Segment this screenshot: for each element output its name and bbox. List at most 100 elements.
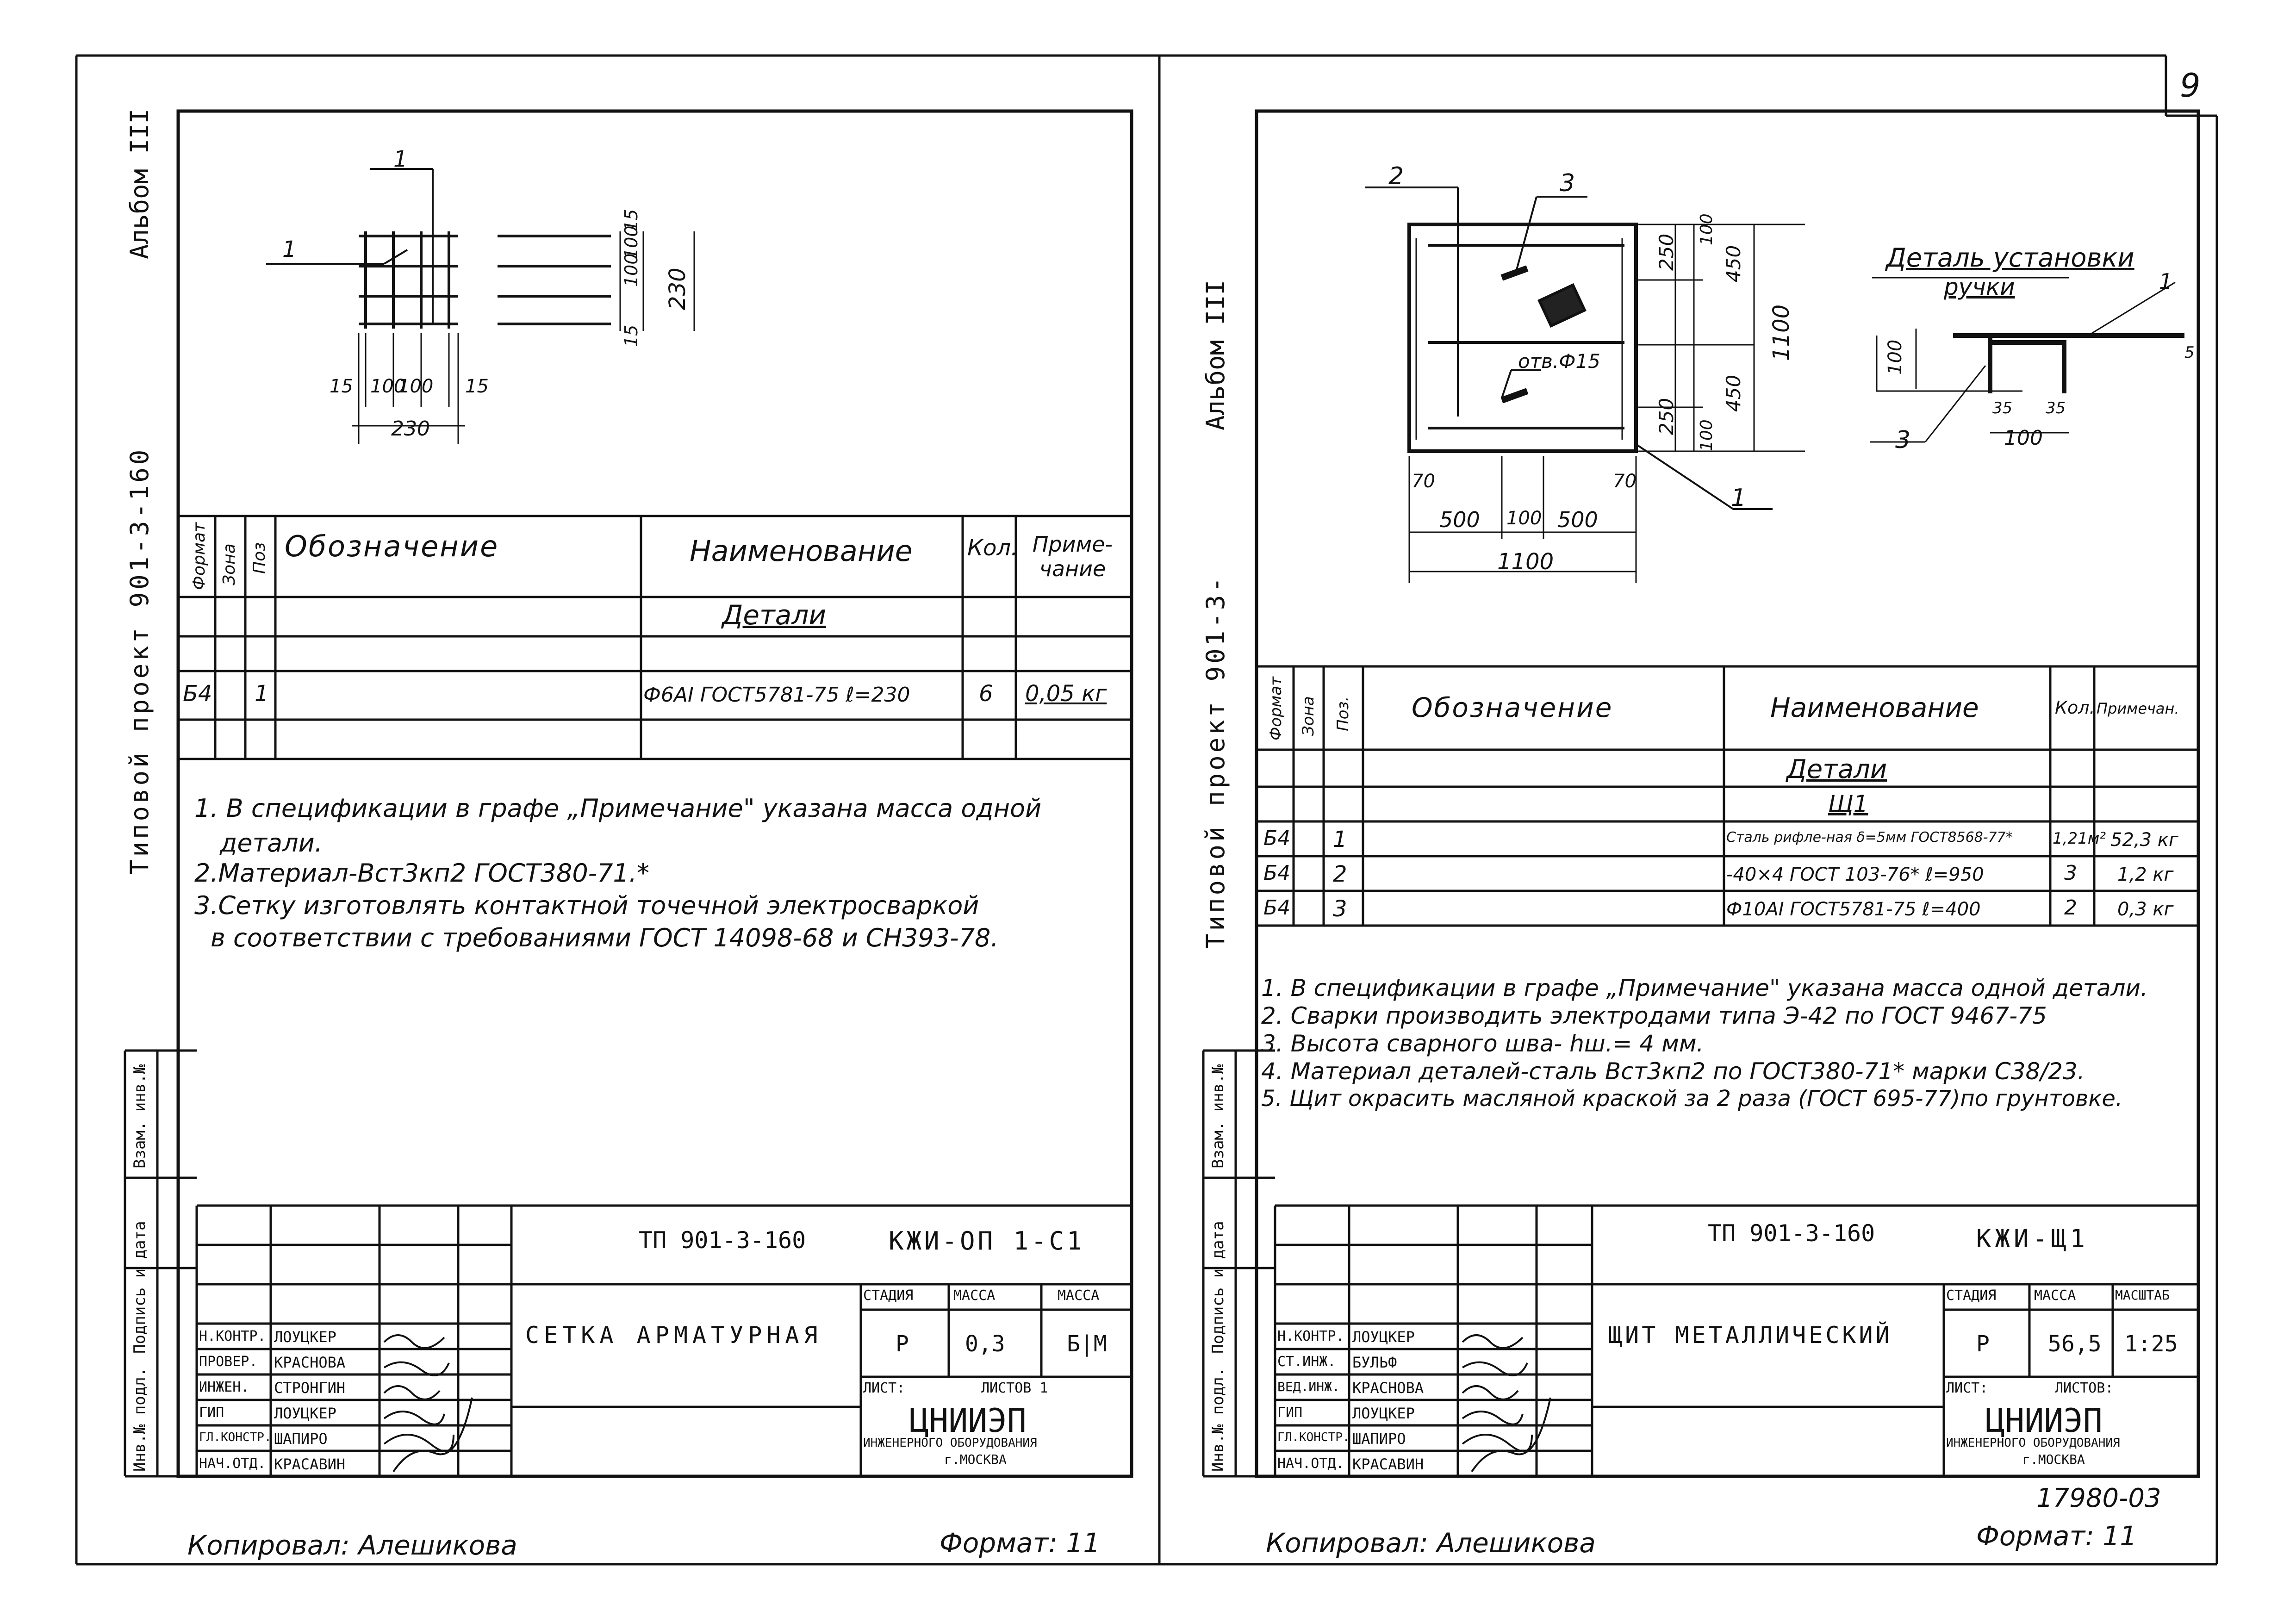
stage-header: СТАДИЯ: [1946, 1287, 1997, 1304]
dim-total-label: 1100: [1497, 549, 1554, 575]
dim-label: 500: [1557, 507, 1598, 532]
dim-label: 450: [1722, 245, 1745, 282]
dim-label: 15: [330, 376, 353, 397]
col-header-note: Примечан.: [2097, 700, 2179, 717]
col-header-qty: Кол.: [967, 535, 1018, 561]
cell-name: Ф10АI ГОСТ5781-75 ℓ=400: [1726, 899, 1981, 920]
role-label: Н.КОНТР.: [1277, 1328, 1344, 1344]
role-label: ВЕД.ИНЖ.: [1277, 1379, 1340, 1394]
dim-label: 500: [1439, 507, 1480, 532]
cell-pos: 3: [1333, 896, 1347, 922]
dim-label: 15: [465, 376, 489, 397]
org-city: г.МОСКВА: [944, 1452, 1007, 1467]
person-name: КРАСНОВА: [274, 1354, 346, 1371]
mesh-drawing: [266, 168, 695, 444]
cell-format: Б4: [183, 681, 212, 707]
side-label-sign: Подпись и дата: [131, 1221, 149, 1354]
dim-label: 1100: [1768, 304, 1794, 361]
scale-value: Б|М: [1067, 1331, 1107, 1357]
org-subtitle: ИНЖЕНЕРНОГО ОБОРУДОВАНИЯ: [863, 1436, 1037, 1450]
person-name: ЛОУЦКЕР: [274, 1405, 336, 1422]
person-name: ЛОУЦКЕР: [1352, 1405, 1415, 1422]
side-label-vzam: Взам. инв.№: [1209, 1064, 1227, 1169]
role-label: ГИП: [1277, 1405, 1303, 1421]
role-label: ГЛ.КОНСТР.: [199, 1430, 272, 1444]
sheets-label: ЛИСТОВ:: [2055, 1380, 2114, 1396]
col-header-name: Наименование: [690, 534, 913, 568]
role-label: ПРОВЕР.: [199, 1354, 258, 1370]
dim-label: 100: [1697, 419, 1716, 451]
org-logo: ЦНИИЭП: [909, 1402, 1027, 1440]
project-number: ТП 901-3-160: [1708, 1220, 1875, 1247]
dim-total-label: 230: [665, 267, 691, 310]
format-label: Формат: 11: [1976, 1520, 2137, 1552]
col-header-qty: Кол.: [2055, 697, 2095, 718]
archive-number: 17980-03: [2036, 1483, 2161, 1513]
dim-label: 100: [370, 376, 406, 397]
col-header-pos: Поз: [250, 542, 269, 574]
format-label: Формат: 11: [940, 1527, 1101, 1559]
note-line: 5. Щит окрасить масляной краской за 2 ра…: [1261, 1086, 2123, 1112]
person-name: КРАСАВИН: [1352, 1455, 1424, 1473]
cell-pos: 2: [1333, 861, 1347, 887]
dim-label: 100: [621, 225, 641, 259]
org-logo: ЦНИИЭП: [1985, 1402, 2103, 1440]
col-header-pos: Поз.: [1334, 696, 1352, 731]
project-vertical-label: Типовой проект 901-3-: [1201, 574, 1230, 949]
copied-by: Копировал: Алешикова: [1266, 1527, 1596, 1559]
cell-name: Ф6АI ГОСТ5781-75 ℓ=230: [643, 683, 910, 707]
pos-label: 3: [1560, 169, 1575, 197]
cell-qty: 3: [2064, 861, 2077, 885]
org-subtitle: ИНЖЕНЕРНОГО ОБОРУДОВАНИЯ: [1946, 1436, 2120, 1450]
pos-label: 1: [282, 236, 297, 262]
role-label: ГИП: [199, 1405, 224, 1421]
album-label: Альбом III: [125, 108, 154, 259]
role-label: ГЛ.КОНСТР.: [1277, 1430, 1350, 1444]
sheet-label: ЛИСТ:: [863, 1380, 905, 1396]
dim-label: 100: [1697, 213, 1716, 245]
hole-label: отв.Ф15: [1518, 350, 1600, 373]
note-line: 3. Высота сварного шва- hш.= 4 мм.: [1261, 1030, 1704, 1057]
dim-label: 70: [1613, 471, 1636, 492]
spec-subsection-title: Щ1: [1828, 790, 1868, 817]
person-name: ЛОУЦКЕР: [1352, 1328, 1415, 1346]
person-name: ШАПИРО: [274, 1430, 328, 1448]
copied-by: Копировал: Алешикова: [187, 1530, 517, 1561]
side-label-inv: Инв.№ подл.: [1209, 1367, 1227, 1472]
col-header-note: Приме-чание: [1032, 532, 1113, 581]
cell-note: 0,05 кг: [1025, 681, 1107, 707]
role-label: НАЧ.ОТД.: [1277, 1455, 1344, 1472]
mass-header: МАССА: [2034, 1287, 2076, 1304]
person-name: КРАСНОВА: [1352, 1379, 1424, 1397]
col-header-designation: Обозначение: [285, 529, 499, 563]
mass-value: 56,5: [2048, 1331, 2102, 1357]
cell-note: 52,3 кг: [2110, 829, 2178, 851]
org-city: г.МОСКВА: [2022, 1452, 2085, 1467]
cell-note: 1,2 кг: [2117, 864, 2174, 885]
stage-header: СТАДИЯ: [863, 1287, 914, 1304]
person-name: КРАСАВИН: [274, 1455, 346, 1473]
mass-header: МАССА: [953, 1287, 996, 1304]
scale-header: МАСШТАБ: [2115, 1287, 2170, 1303]
person-name: БУЛЬФ: [1352, 1354, 1397, 1371]
role-label: СТ.ИНЖ.: [1277, 1354, 1336, 1370]
note-line: 2. Сварки производить электродами типа Э…: [1261, 1002, 2047, 1029]
dim-label: 35: [1992, 399, 2013, 417]
col-header-zone: Зона: [1299, 696, 1318, 736]
cell-name: -40×4 ГОСТ 103-76* ℓ=950: [1726, 864, 1984, 885]
note-line: 1. В спецификации в графе „Примечание" у…: [1261, 975, 2148, 1001]
role-label: ИНЖЕН.: [199, 1379, 249, 1395]
col-header-format: Формат: [1267, 677, 1285, 740]
dim-label: 70: [1412, 471, 1435, 492]
note-line: 2.Материал-Вст3кп2 ГОСТ380-71.*: [194, 858, 650, 888]
col-header-format: Формат: [190, 522, 209, 590]
spec-section-title: Детали: [722, 599, 827, 631]
sheet-label: ЛИСТ:: [1946, 1380, 1988, 1396]
side-label-inv: Инв.№ подл.: [131, 1367, 149, 1472]
dim-label: 100: [398, 376, 434, 397]
cell-format: Б4: [1263, 827, 1291, 850]
dim-total-label: 230: [391, 417, 430, 441]
col-header-zone: Зона: [220, 543, 239, 585]
dim-label: 250: [1655, 233, 1678, 271]
